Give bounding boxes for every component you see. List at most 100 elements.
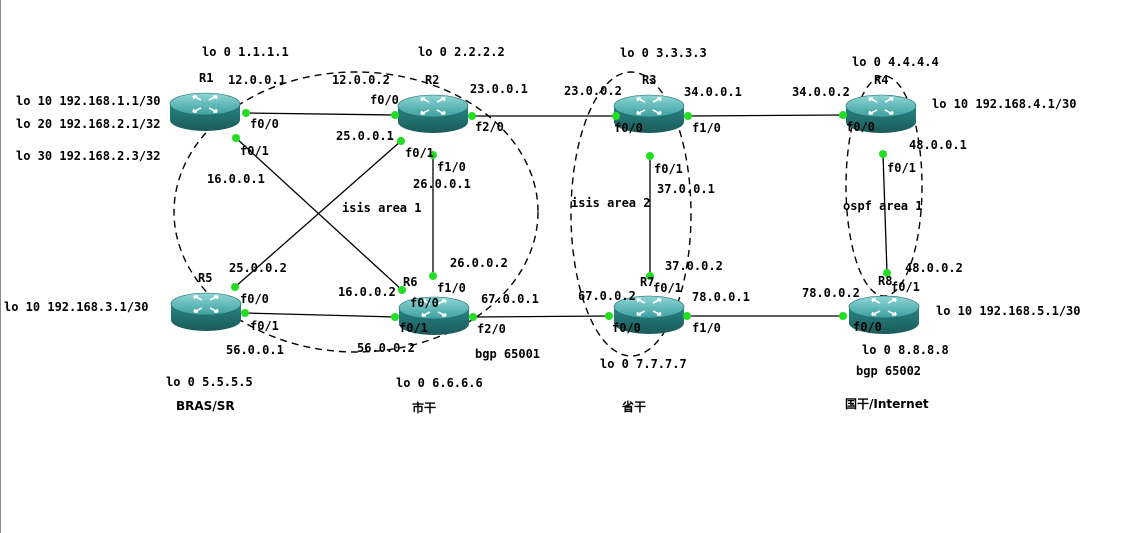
loopback-label: lo 20 192.168.2.1/32 [16, 117, 161, 131]
port-indicators [231, 109, 891, 321]
ip-label: 48.0.0.2 [905, 261, 963, 275]
loopback-label: lo 0 2.2.2.2 [418, 45, 505, 59]
router-label-r3: R3 [642, 73, 656, 87]
port-dot [839, 312, 847, 320]
link-r5-r6 [244, 312, 396, 318]
router-label-r1: R1 [199, 71, 213, 85]
port-dot [839, 111, 847, 119]
interface-label: f0/0 [612, 321, 641, 335]
loopback-labels: lo 0 1.1.1.1 lo 10 192.168.1.1/30 lo 20 … [4, 45, 1081, 390]
ip-label: 37.0.0.1 [657, 182, 715, 196]
port-dot [429, 272, 437, 280]
port-dot [391, 111, 399, 119]
ip-label: 16.0.0.2 [338, 285, 396, 299]
loopback-label: lo 30 192.168.2.3/32 [16, 149, 161, 163]
router-r2[interactable] [397, 94, 469, 134]
router-label-r7: R7 [640, 275, 654, 289]
link-r1-r2 [245, 112, 396, 116]
port-dot [391, 313, 399, 321]
link-r1-r6 [235, 137, 403, 291]
loopback-label: lo 10 192.168.3.1/30 [4, 300, 149, 314]
link-r4-r8 [882, 153, 888, 274]
caption-city: 市干 [412, 400, 436, 415]
area-label-isis-1: isis area 1 [342, 201, 421, 215]
router-label-r5: R5 [198, 271, 212, 285]
interface-label: f0/0 [370, 93, 399, 107]
interface-labels: f0/0 f0/1 f0/0 f0/1 f1/0 f2/0 f0/0 f1/0 … [240, 93, 920, 336]
bgp-label-65002: bgp 65002 [856, 364, 921, 378]
port-dot [231, 283, 239, 291]
bgp-label-65001: bgp 65001 [475, 347, 540, 361]
ip-label: 48.0.0.1 [909, 138, 967, 152]
router-label-r6: R6 [403, 275, 417, 289]
port-dot [605, 312, 613, 320]
ip-label: 34.0.0.1 [684, 85, 742, 99]
port-dot [232, 134, 240, 142]
port-dot [429, 151, 437, 159]
link-r6-r7 [472, 315, 610, 318]
ip-label: 56.0.0.2 [357, 341, 415, 355]
interface-label: f0/1 [891, 280, 920, 294]
loopback-label: lo 10 192.168.1.1/30 [16, 94, 161, 108]
canvas-border [0, 0, 1, 533]
link-r2-r5 [234, 140, 402, 288]
ip-label: 78.0.0.2 [802, 286, 860, 300]
loopback-label: lo 10 192.168.4.1/30 [932, 97, 1077, 111]
loopback-label: lo 0 7.7.7.7 [600, 357, 687, 371]
ip-label: 34.0.0.2 [792, 85, 850, 99]
ip-label: 26.0.0.1 [413, 177, 471, 191]
section-captions: BRAS/SR 市干 省干 国干/Internet [176, 397, 929, 415]
ip-label: 23.0.0.2 [564, 84, 622, 98]
interface-label: f1/0 [437, 281, 466, 295]
interface-label: f0/0 [410, 296, 439, 310]
ip-label: 78.0.0.1 [692, 290, 750, 304]
ip-label: 37.0.0.2 [665, 259, 723, 273]
interface-label: f1/0 [692, 321, 721, 335]
port-dot [241, 309, 249, 317]
interface-label: f2/0 [477, 322, 506, 336]
router-r1[interactable] [169, 92, 241, 132]
port-dot [398, 286, 406, 294]
port-dot [612, 112, 620, 120]
loopback-label: lo 0 5.5.5.5 [166, 375, 253, 389]
isis-area-2-boundary [570, 71, 692, 357]
interface-label: f0/0 [250, 117, 279, 131]
ip-label: 12.0.0.1 [228, 73, 286, 87]
isis-area-1-boundary [173, 71, 539, 353]
interface-label: f1/0 [692, 121, 721, 135]
loopback-label: lo 0 4.4.4.4 [852, 55, 939, 69]
port-dot [397, 137, 405, 145]
interface-label: f0/0 [240, 292, 269, 306]
loopback-label: lo 10 192.168.5.1/30 [936, 304, 1081, 318]
ip-label: 67.0.0.1 [481, 292, 539, 306]
interface-label: f2/0 [475, 120, 504, 134]
interface-label: f0/1 [653, 281, 682, 295]
port-dot [646, 152, 654, 160]
area-label-ospf-1: ospf area 1 [843, 199, 922, 213]
port-dot [684, 112, 692, 120]
caption-province: 省干 [621, 399, 646, 414]
loopback-label: lo 0 8.8.8.8 [862, 343, 949, 357]
port-dot [683, 312, 691, 320]
interface-label: f0/1 [250, 319, 279, 333]
area-label-isis-2: isis area 2 [571, 196, 650, 210]
protocol-labels: isis area 1 isis area 2 ospf area 1 bgp … [342, 196, 922, 378]
caption-bras: BRAS/SR [176, 399, 235, 413]
ip-label: 25.0.0.1 [336, 129, 394, 143]
ip-label: 26.0.0.2 [450, 256, 508, 270]
loopback-label: lo 0 3.3.3.3 [620, 46, 707, 60]
loopback-label: lo 0 6.6.6.6 [396, 376, 483, 390]
ip-label: 25.0.0.2 [229, 261, 287, 275]
port-dot [242, 109, 250, 117]
links [234, 112, 888, 318]
port-dot [646, 272, 654, 280]
loopback-label: lo 0 1.1.1.1 [202, 45, 289, 59]
port-dot [883, 269, 891, 277]
link-r3-r4 [687, 114, 844, 117]
router-r5[interactable] [170, 292, 242, 332]
ip-label: 16.0.0.1 [207, 172, 265, 186]
interface-label: f0/1 [654, 162, 683, 176]
port-dot [468, 112, 476, 120]
port-dot [879, 150, 887, 158]
